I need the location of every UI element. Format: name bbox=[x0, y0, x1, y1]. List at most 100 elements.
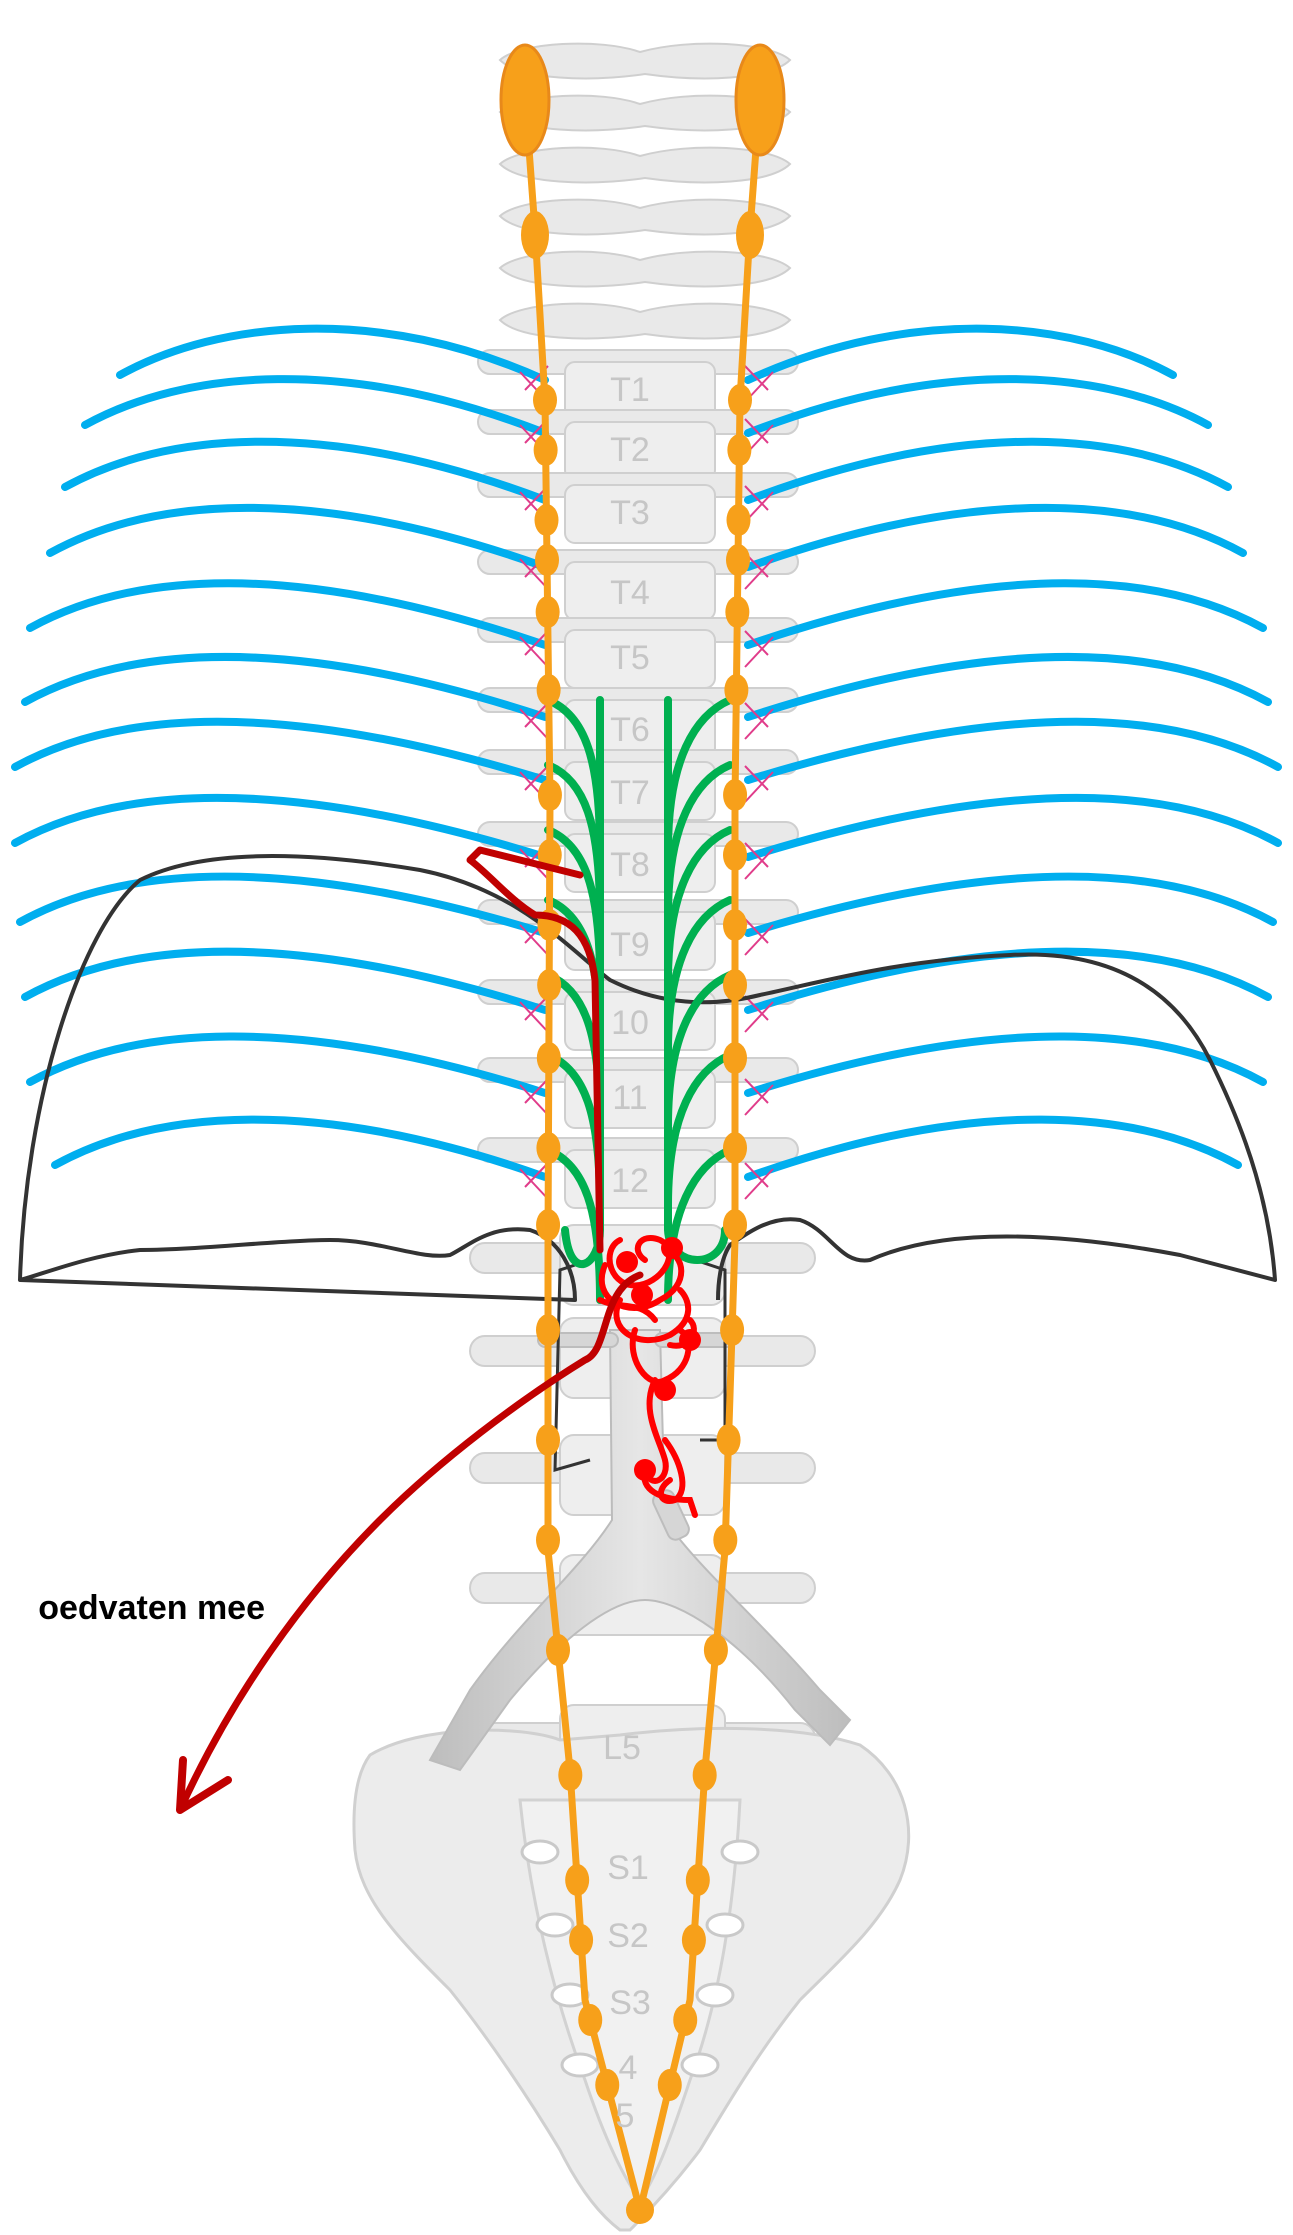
vertebra-label-sacral: S2 bbox=[607, 1917, 649, 1955]
plexus-ganglion bbox=[631, 1284, 653, 1306]
ganglion-left bbox=[536, 1424, 560, 1456]
ganglion-left bbox=[537, 674, 561, 706]
intercostal-nerve-right bbox=[748, 657, 1268, 717]
middle-cervical-ganglion-right bbox=[736, 211, 764, 259]
intercostal-nerve-left bbox=[65, 442, 545, 500]
vertebra-label-sacral: S3 bbox=[609, 1984, 651, 2022]
ganglion-right bbox=[723, 1132, 747, 1164]
plexus-ganglion bbox=[679, 1329, 701, 1351]
ganglion-left bbox=[533, 384, 557, 416]
vertebra-label-lumbar: L5 bbox=[603, 1729, 641, 1767]
intercostal-nerve-left bbox=[85, 379, 545, 433]
ganglion-right bbox=[720, 1314, 744, 1346]
ganglion-right bbox=[727, 434, 751, 466]
ganglion-right bbox=[693, 1759, 717, 1791]
intercostal-nerve-right bbox=[748, 508, 1243, 567]
ganglion-right bbox=[724, 674, 748, 706]
vertebra-label-sacral: 5 bbox=[616, 2097, 635, 2135]
sacral-foramen bbox=[722, 1841, 758, 1863]
ganglion-impar bbox=[626, 2196, 654, 2224]
intercostal-nerve-left bbox=[120, 329, 545, 380]
sacral-foramen bbox=[522, 1841, 558, 1863]
superior-cervical-ganglion-left bbox=[501, 45, 549, 155]
ganglion-right bbox=[723, 839, 747, 871]
intercostal-nerve-right bbox=[748, 442, 1228, 500]
intercostal-nerve-left bbox=[25, 952, 545, 1010]
ganglion-right bbox=[682, 1924, 706, 1956]
vertebra-label-thoracic: T2 bbox=[610, 431, 650, 469]
sacral-foramen bbox=[562, 2054, 598, 2076]
vertebra-label-thoracic: T9 bbox=[610, 926, 650, 964]
ganglion-left bbox=[536, 1314, 560, 1346]
sacral-foramen bbox=[707, 1914, 743, 1936]
ganglion-left bbox=[565, 1864, 589, 1896]
ganglion-right bbox=[725, 596, 749, 628]
ganglion-right bbox=[673, 2004, 697, 2036]
vertebra-label-thoracic: T7 bbox=[610, 774, 650, 812]
intercostal-nerve-right bbox=[748, 329, 1173, 380]
ganglion-right bbox=[717, 1424, 741, 1456]
intercostal-nerve-right bbox=[748, 722, 1278, 780]
caption: oedvaten mee bbox=[38, 1589, 265, 1627]
ganglion-left bbox=[536, 596, 560, 628]
intercostal-nerve-left bbox=[30, 1036, 545, 1093]
intercostal-nerve-left bbox=[15, 798, 545, 857]
ganglion-left bbox=[536, 1132, 560, 1164]
ganglion-right bbox=[723, 1209, 747, 1241]
ganglion-right bbox=[723, 1042, 747, 1074]
ganglion-left bbox=[578, 2004, 602, 2036]
sacral-foramen bbox=[697, 1984, 733, 2006]
intercostal-nerve-left bbox=[50, 508, 545, 567]
vertebra-label-thoracic: T3 bbox=[610, 494, 650, 532]
vertebra-label-thoracic: T1 bbox=[610, 371, 650, 409]
ganglion-left bbox=[534, 434, 558, 466]
ganglion-right bbox=[713, 1524, 737, 1556]
middle-cervical-ganglion-left bbox=[521, 211, 549, 259]
vertebra-label-thoracic: 11 bbox=[612, 1079, 647, 1117]
ganglion-left bbox=[538, 779, 562, 811]
ganglion-left bbox=[558, 1759, 582, 1791]
vertebra-label-thoracic: T6 bbox=[610, 711, 650, 749]
sacrum bbox=[354, 1728, 909, 2230]
vertebra-label-sacral: S1 bbox=[607, 1849, 649, 1887]
ganglion-right bbox=[723, 779, 747, 811]
cervical-vertebra bbox=[500, 148, 790, 183]
ganglion-right bbox=[726, 544, 750, 576]
vertebra-label-thoracic: T8 bbox=[610, 846, 650, 884]
plexus-ganglion bbox=[616, 1251, 638, 1273]
vertebra-label-thoracic: 10 bbox=[611, 1004, 649, 1042]
ganglion-left bbox=[535, 544, 559, 576]
vertebra-label-thoracic: T5 bbox=[610, 639, 650, 677]
intercostal-nerve-right bbox=[748, 1120, 1238, 1177]
ganglion-right bbox=[704, 1634, 728, 1666]
ganglion-left bbox=[569, 1924, 593, 1956]
sacral-foramen bbox=[537, 1914, 573, 1936]
intercostal-nerve-right bbox=[748, 798, 1278, 857]
vertebra-label-thoracic: 12 bbox=[611, 1162, 649, 1200]
ganglion-left bbox=[536, 1209, 560, 1241]
plexus-ganglion bbox=[634, 1459, 656, 1481]
plexus-ganglion bbox=[661, 1237, 683, 1259]
plexus-ganglion bbox=[654, 1379, 676, 1401]
vertebra-label-thoracic: T4 bbox=[610, 574, 650, 612]
intercostal-nerve-right bbox=[748, 876, 1273, 933]
ganglion-right bbox=[723, 909, 747, 941]
intercostal-nerve-left bbox=[25, 657, 545, 717]
ganglion-left bbox=[546, 1634, 570, 1666]
ganglion-right bbox=[658, 2069, 682, 2101]
ganglion-left bbox=[537, 969, 561, 1001]
ganglion-left bbox=[535, 504, 559, 536]
sacral-foramen bbox=[682, 2054, 718, 2076]
vertebra-label-sacral: 4 bbox=[619, 2049, 638, 2087]
ganglion-left bbox=[537, 1042, 561, 1074]
intercostal-nerve-right bbox=[748, 1036, 1263, 1093]
intercostal-nerve-left bbox=[55, 1120, 545, 1177]
ganglion-right bbox=[723, 969, 747, 1001]
ganglion-right bbox=[727, 504, 751, 536]
ganglion-right bbox=[728, 384, 752, 416]
intercostal-nerve-left bbox=[15, 722, 545, 780]
intercostal-nerve-left bbox=[30, 583, 545, 645]
ganglion-right bbox=[686, 1864, 710, 1896]
